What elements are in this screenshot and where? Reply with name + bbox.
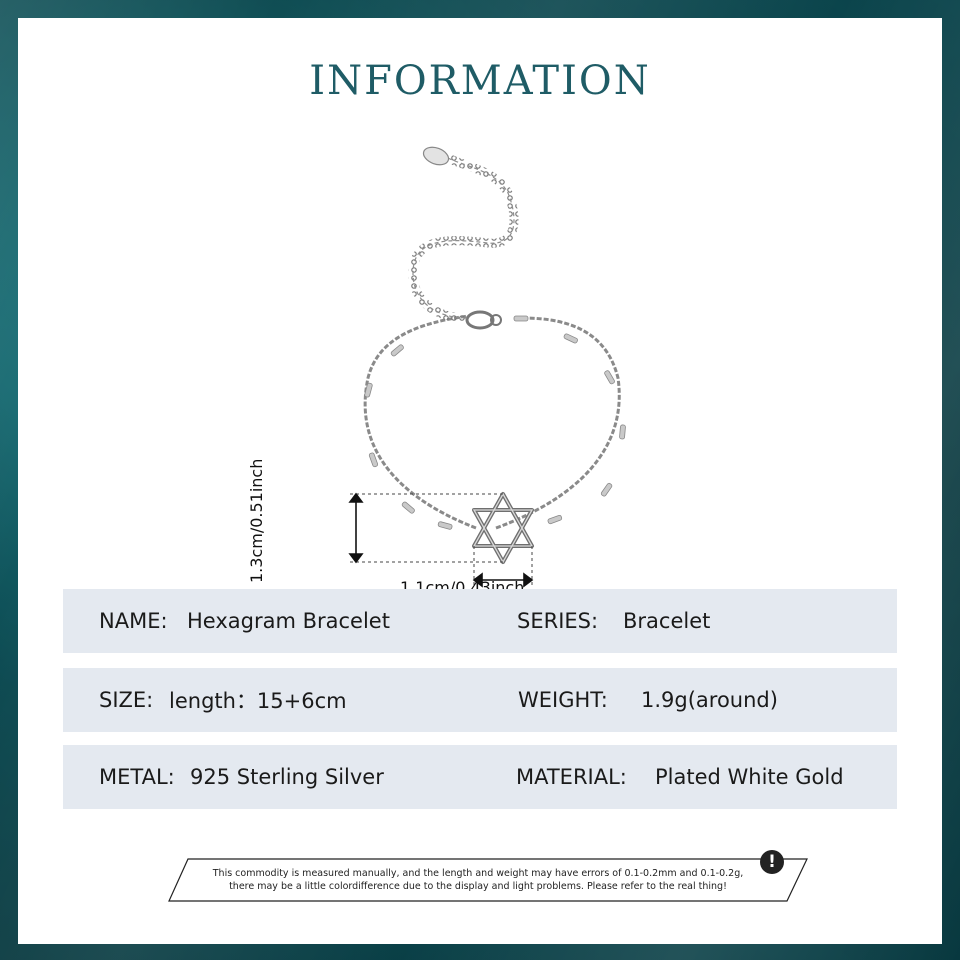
metal-value: 925 Sterling Silver xyxy=(190,765,384,789)
metal-label: METAL: xyxy=(99,765,175,789)
size-label: SIZE: xyxy=(99,688,154,712)
warning-icon: ! xyxy=(760,850,784,874)
bracelet-image xyxy=(348,146,626,588)
series-value: Bracelet xyxy=(623,609,711,633)
notice-line-1: This commodity is measured manually, and… xyxy=(212,868,744,879)
page-title: INFORMATION xyxy=(309,58,651,104)
weight-value: 1.9g(around) xyxy=(641,688,778,712)
name-label: NAME: xyxy=(99,609,168,633)
spec-row-metal-material: METAL: 925 Sterling Silver MATERIAL: Pla… xyxy=(63,745,897,809)
disclaimer-notice: This commodity is measured manually, and… xyxy=(168,850,808,902)
notice-border xyxy=(168,858,808,902)
height-dimension-label: 1.3cm/0.51inch xyxy=(247,458,266,583)
series-label: SERIES: xyxy=(517,609,599,633)
notice-text: This commodity is measured manually, and… xyxy=(198,867,758,893)
spec-row-name-series: NAME: Hexagram Bracelet SERIES: Bracelet xyxy=(63,589,897,653)
spec-row-size-weight: SIZE: length：15+6cm WEIGHT: 1.9g(around) xyxy=(63,668,897,732)
material-label: MATERIAL: xyxy=(516,765,627,789)
weight-label: WEIGHT: xyxy=(518,688,608,712)
name-value: Hexagram Bracelet xyxy=(187,609,390,633)
material-value: Plated White Gold xyxy=(655,765,844,789)
content-panel: INFORMATION xyxy=(18,18,942,944)
notice-line-2: there may be a little colordifference du… xyxy=(229,881,727,892)
size-value: length：15+6cm xyxy=(169,689,347,713)
